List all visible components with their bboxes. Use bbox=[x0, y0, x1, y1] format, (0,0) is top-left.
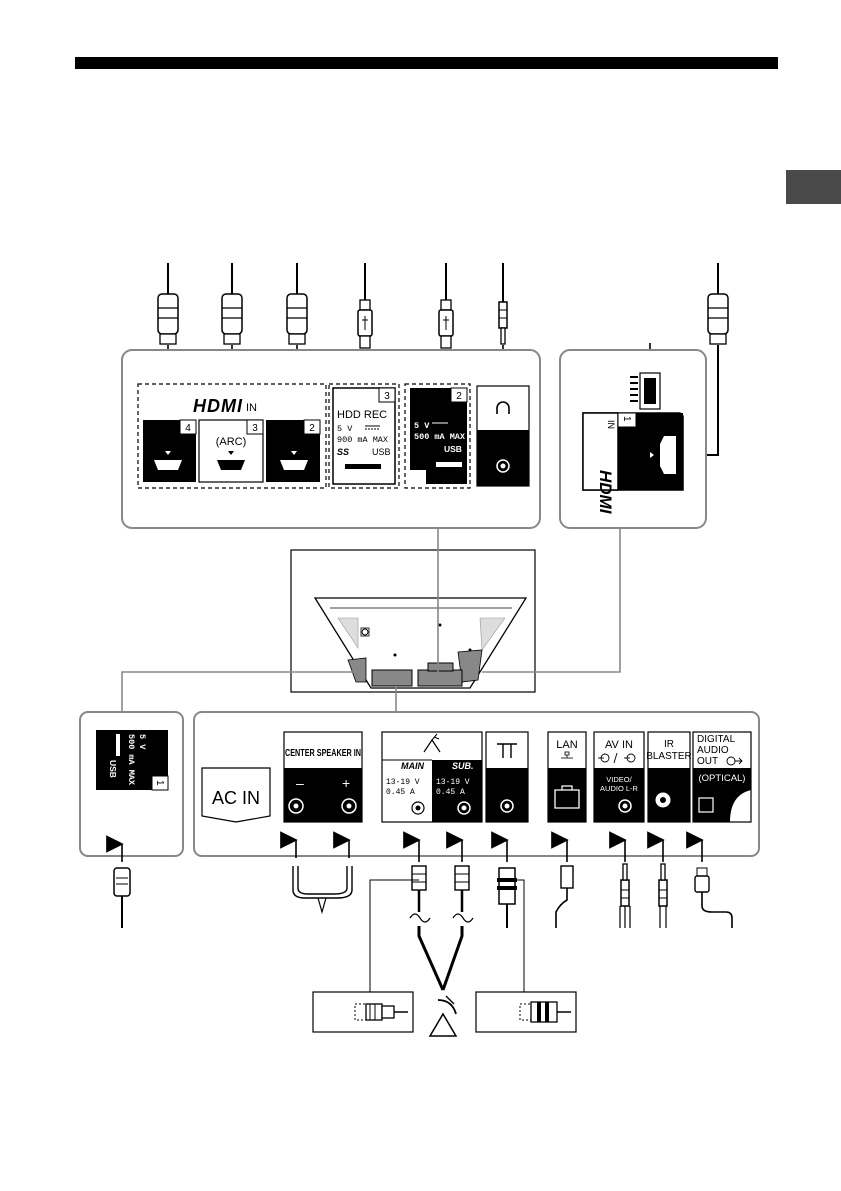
ir-label-2: BLASTER bbox=[646, 751, 692, 762]
digital-audio-out-port[interactable]: DIGITAL AUDIO OUT (OPTICAL) bbox=[693, 732, 751, 822]
hdmi-3-number: 3 bbox=[252, 423, 258, 434]
usb1-number: 1 bbox=[154, 780, 165, 786]
ir-blaster-port[interactable]: IR BLASTER bbox=[646, 732, 692, 822]
av-in-label: AV IN bbox=[605, 739, 633, 751]
sub-rating-a: 0.45 A bbox=[436, 788, 465, 797]
usb2-usb-label: USB bbox=[444, 444, 462, 454]
antenna-input[interactable] bbox=[486, 732, 528, 822]
ir-label-1: IR bbox=[664, 739, 674, 750]
usb1-voltage: 5 V bbox=[137, 734, 147, 750]
hdmi-2-number: 2 bbox=[309, 423, 315, 434]
usb-port-3-hdd-rec[interactable]: 3 HDD REC 5 V 900 mA MAX SS USB bbox=[333, 388, 395, 484]
sub-rating-v: 13-19 V bbox=[436, 778, 470, 787]
hdmi-logo: HDMI bbox=[193, 396, 243, 416]
usb3-number: 3 bbox=[384, 391, 390, 402]
ac-in-label: AC IN bbox=[212, 788, 260, 808]
usb3-voltage: 5 V bbox=[337, 424, 353, 434]
av-in-video-label: VIDEO/ bbox=[606, 775, 632, 784]
digital-label: DIGITAL bbox=[697, 734, 736, 745]
usb1-usb-label: USB bbox=[108, 760, 118, 778]
hdmi-1-number: 1 bbox=[621, 416, 632, 422]
side-hdmi-in-label: IN bbox=[606, 420, 616, 429]
satellite-cables bbox=[335, 840, 473, 1012]
optical-label: (OPTICAL) bbox=[699, 773, 746, 784]
arc-label: (ARC) bbox=[216, 436, 247, 448]
hdd-rec-label: HDD REC bbox=[337, 409, 387, 421]
iec-connector-inset bbox=[476, 992, 576, 1032]
usb-port-2[interactable]: 2 5 V 500 mA MAX USB bbox=[410, 388, 467, 484]
speaker-plus: + bbox=[342, 775, 350, 791]
center-speaker-label: CENTER SPEAKER IN bbox=[285, 748, 361, 759]
usb1-current: 500 mA MAX bbox=[126, 734, 136, 786]
audio-label: AUDIO bbox=[697, 745, 729, 756]
out-label: OUT bbox=[697, 756, 718, 767]
usb2-number: 2 bbox=[456, 391, 462, 402]
antenna-cable bbox=[497, 840, 560, 1012]
section-tab bbox=[786, 170, 841, 204]
usb2-current: 500 mA MAX bbox=[414, 432, 466, 442]
main-rating-a: 0.45 A bbox=[386, 788, 415, 797]
hdmi-4-number: 4 bbox=[185, 423, 191, 434]
headphone-jack[interactable] bbox=[477, 386, 529, 486]
av-in-port[interactable]: AV IN VIDEO/ AUDIO L-R bbox=[594, 732, 644, 822]
sub-label: SUB. bbox=[452, 761, 474, 771]
ac-in-terminal[interactable]: AC IN bbox=[202, 768, 270, 822]
usb3-usb-label: USB bbox=[372, 447, 391, 457]
satellite-dish-icon bbox=[430, 996, 456, 1036]
main-rating-v: 13-19 V bbox=[386, 778, 420, 787]
superspeed-logo: SS bbox=[337, 447, 349, 457]
hdmi-port-3-arc[interactable]: 3 (ARC) bbox=[199, 420, 263, 482]
usb3-current: 900 mA MAX bbox=[337, 435, 388, 445]
usb-port-1[interactable]: 5 V 500 mA MAX USB 1 bbox=[96, 730, 168, 790]
speaker-minus: – bbox=[296, 775, 304, 791]
hdmi-port-4[interactable]: 4 bbox=[143, 420, 196, 482]
f-connector-inset bbox=[313, 992, 413, 1032]
side-hdmi-logo: HDMI bbox=[596, 470, 615, 515]
av-in-audio-label: AUDIO L-R bbox=[600, 784, 639, 793]
hdmi-in-label: IN bbox=[246, 402, 257, 414]
center-speaker-in[interactable]: CENTER SPEAKER IN – + bbox=[284, 732, 362, 822]
main-label: MAIN bbox=[401, 761, 424, 771]
header-bar bbox=[75, 57, 778, 69]
hdmi-port-2[interactable]: 2 bbox=[266, 420, 320, 482]
lan-label: LAN bbox=[556, 739, 577, 751]
lan-port[interactable]: LAN bbox=[548, 732, 586, 822]
usb2-voltage: 5 V bbox=[414, 421, 430, 431]
